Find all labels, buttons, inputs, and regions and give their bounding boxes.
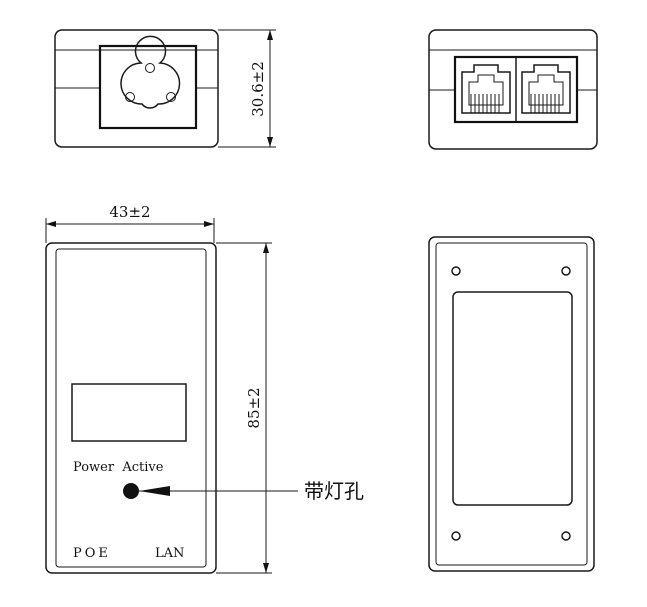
ac-inlet-socket [98, 44, 198, 130]
dimension-width-label: 43±2 [109, 203, 150, 221]
port-label-lan: LAN [155, 546, 184, 561]
mounting-hole-bottom-right [561, 531, 571, 541]
rj45-port-left [461, 64, 511, 114]
led-hole [123, 483, 139, 499]
dimension-length-label: 85±2 [245, 387, 263, 428]
ac-pin-left [125, 92, 135, 102]
dimension-height-label: 30.6±2 [249, 61, 267, 117]
bottom-label-recess [452, 291, 573, 506]
dimension-width-top: 43±2 [45, 203, 215, 243]
dimension-length-side: 85±2 [216, 242, 272, 574]
dimension-height-front: 30.6±2 [218, 29, 276, 148]
bottom-view [428, 236, 595, 572]
mounting-hole-top-right [561, 266, 571, 276]
c6-cloverleaf-outline [120, 35, 181, 109]
port-label-poe: POE [73, 546, 111, 561]
mounting-hole-top-left [451, 266, 461, 276]
indicator-text: Power Active [73, 460, 164, 475]
callout-led-hole: 带灯孔 [139, 479, 364, 503]
top-view-label-panel: Power Active POE LAN [45, 242, 217, 574]
front-view-ac-inlet [54, 29, 219, 148]
ac-pin-right [166, 92, 176, 102]
mounting-hole-bottom-left [451, 531, 461, 541]
callout-label: 带灯孔 [304, 479, 364, 503]
rear-view-rj45 [428, 29, 598, 150]
ac-pin-top [145, 63, 155, 73]
indicator-window [71, 383, 187, 442]
rj45-port-right [521, 64, 571, 114]
